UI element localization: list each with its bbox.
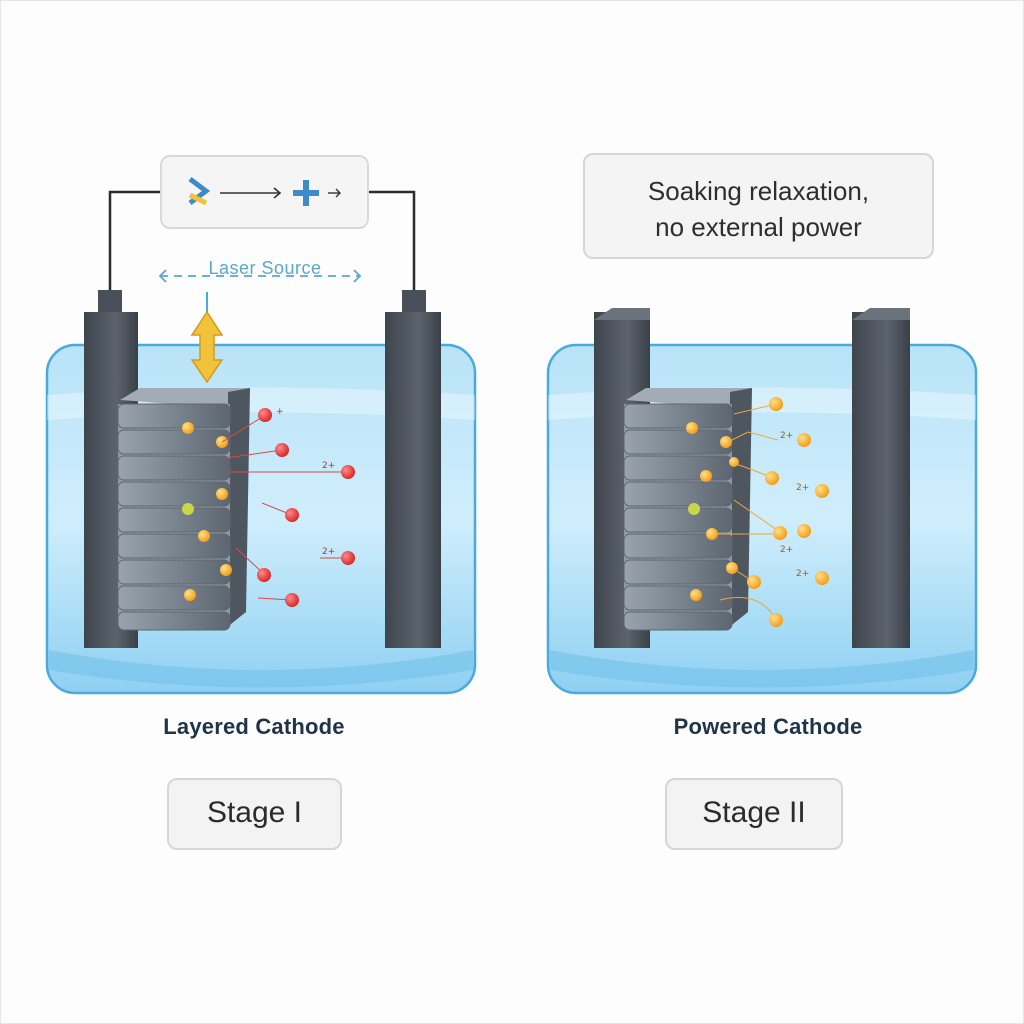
source-dashed-arrow (158, 269, 362, 283)
power-source-label: Laser Source (208, 258, 322, 278)
stage-2-button[interactable]: Stage II (665, 778, 843, 850)
orange-ion (686, 397, 829, 627)
caption-line: no external power (655, 212, 862, 242)
power-source-icons (188, 177, 341, 206)
up-down-arrow-icon (190, 292, 224, 384)
ion-charge-label: 2+ (796, 569, 809, 579)
right-panel-label: Powered Cathode (673, 714, 863, 739)
caption-line: Soaking relaxation, (647, 176, 870, 206)
ion-charge-label: 2+ (796, 483, 809, 493)
circuit-wire (368, 190, 416, 292)
ion-charge-label: 2+ (322, 547, 335, 557)
ion-charge-label: 2+ (322, 461, 335, 471)
stage-1-button[interactable]: Stage I (167, 778, 342, 850)
plus-icon (293, 180, 319, 206)
electrode-right (852, 312, 910, 648)
left-panel-label: Layered Cathode (163, 714, 345, 739)
top-right-caption: Soaking relaxation, no external power (583, 153, 934, 259)
ion-charge-label: + (276, 407, 284, 417)
electrode-cap (402, 290, 426, 314)
arrow-right-icon (328, 188, 341, 198)
left-cell: 2+ 2+ + (45, 190, 477, 695)
power-source-box (160, 155, 369, 229)
chevron-right-icon (188, 177, 211, 206)
ion-charge-label: 2+ (780, 431, 793, 441)
layered-cathode (117, 388, 250, 631)
right-cell: 2+ 2+ 2+ 2+ (546, 308, 978, 695)
ions-intercalated (182, 422, 232, 601)
red-ion (257, 408, 355, 607)
electrode-right (385, 312, 441, 648)
circuit-wire (108, 190, 162, 292)
arrow-right-icon (220, 187, 282, 199)
ion-charge-label: 2+ (780, 545, 793, 555)
electrode-cap (98, 290, 122, 314)
